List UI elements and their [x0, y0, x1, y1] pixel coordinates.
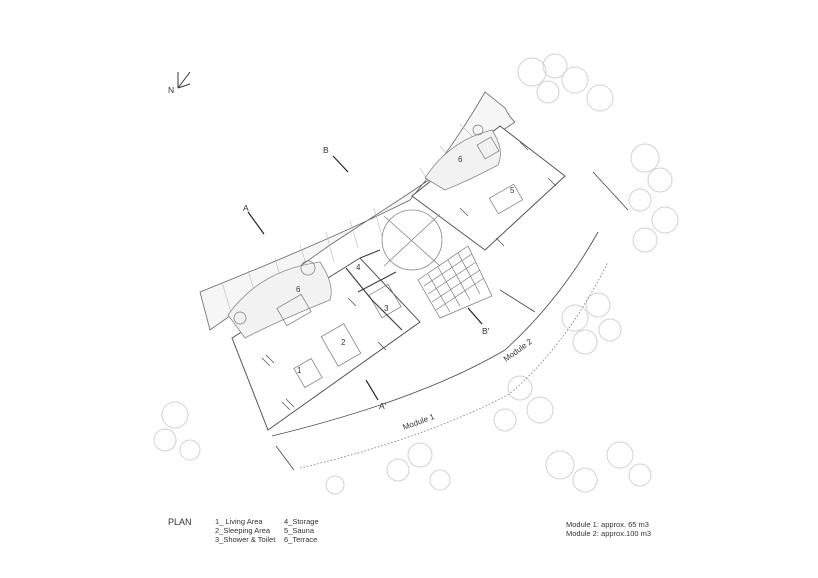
- glazing-marks: [261, 141, 557, 411]
- module-1-label: Module 1: [402, 412, 437, 432]
- legend-column-1: 1_ Living Area 2_Sleeping Area 3_Shower …: [215, 517, 275, 544]
- legend-item: 5_Sauna: [284, 526, 315, 535]
- north-label: N: [168, 85, 174, 95]
- north-arrow: [177, 71, 191, 89]
- legend-item: 4_Storage: [284, 517, 319, 526]
- furniture: [233, 124, 524, 389]
- legend-column-2: 4_Storage 5_Sauna 6_Terrace: [284, 517, 319, 544]
- room-number-sauna: 5: [510, 186, 515, 195]
- legend-item: 3_Shower & Toilet: [215, 535, 276, 544]
- courtyard: [381, 209, 443, 271]
- section-marker-b-prime: B': [482, 326, 490, 336]
- partition-walls: [345, 249, 403, 331]
- module-2-label: Module 2: [502, 337, 534, 364]
- section-marker-b: B: [323, 145, 329, 155]
- section-cut-lines: [247, 155, 483, 401]
- courtyard-grid: [417, 245, 493, 319]
- room-number-sleeping: 2: [341, 338, 346, 347]
- legend-item: 6_Terrace: [284, 535, 318, 544]
- module-volumes: Module 1: approx. 65 m3 Module 2: approx…: [566, 520, 651, 538]
- module-volume-2: Module 2: approx.100 m3: [566, 529, 652, 538]
- room-number-terrace-2: 6: [458, 155, 463, 164]
- room-number-terrace-1: 6: [296, 285, 301, 294]
- tree-group: [153, 53, 679, 495]
- room-number-living: 1: [297, 366, 302, 375]
- plan-title: PLAN: [168, 517, 192, 527]
- section-marker-a-prime: A': [379, 401, 387, 411]
- legend-item: 1_ Living Area: [215, 517, 263, 526]
- legend-item: 2_Sleeping Area: [215, 526, 271, 535]
- module-dimension-lines: [299, 261, 609, 469]
- section-marker-a: A: [243, 203, 249, 213]
- terrace-shapes: [227, 129, 501, 339]
- room-number-storage: 4: [356, 263, 361, 272]
- room-number-shower: 3: [384, 304, 389, 313]
- module-volume-1: Module 1: approx. 65 m3: [566, 520, 649, 529]
- module-outer-lines: [271, 171, 629, 471]
